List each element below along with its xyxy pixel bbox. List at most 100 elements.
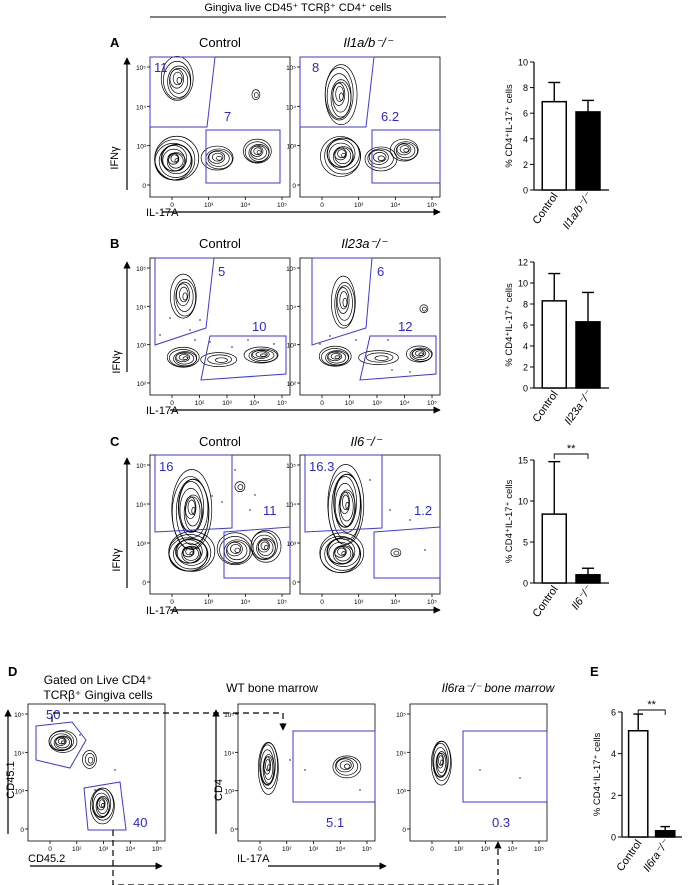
x-tick-label: 0 [170,599,174,606]
y-tick-label: 4 [523,342,528,352]
panel-d-ko-pct: 0.3 [492,815,510,830]
x-tick-label: 0 [320,202,324,209]
x-tick-label: 10⁵ [277,400,287,407]
contour-line [250,529,282,563]
x-tick-label: 10² [454,846,464,853]
panel-a-x-label: IL-17A [146,207,179,219]
gate-il17 [462,730,548,803]
event-dot [387,339,389,341]
x-tick-label: 10⁴ [507,846,517,853]
contour-line [390,548,402,558]
panel-a-ko-ifng-pct: 8 [312,60,319,75]
contour-line [367,148,394,169]
y-tick-label: 10⁴ [286,104,296,111]
contour-line [96,797,109,815]
y-tick-label: 10⁴ [136,304,146,311]
y-tick-label: 10³ [287,144,297,151]
contour-line [170,154,179,163]
contour-line [207,150,230,167]
panel-b-ko-ifng-pct: 6 [377,264,384,279]
contour-line [98,799,105,809]
contour-line [168,531,216,572]
contour-line [234,481,246,493]
category-label: Il6⁻/⁻ [570,583,596,612]
panel-d-wt-pct: 5.1 [326,815,344,830]
contour-line [200,352,238,367]
panel-b-y-label: IFNγ [111,350,123,374]
contour-line [205,148,233,170]
contour-line [166,346,200,368]
contour-line [326,73,352,119]
contour-line [260,749,275,785]
panel-a-ko-title: Il1a/b⁻/⁻ [343,35,393,50]
y-tick-label: 10⁴ [286,304,296,311]
contour-line [339,491,354,522]
panel-a-control-il17-pct: 7 [224,109,231,124]
contour-line [253,92,259,98]
x-tick-label: 10³ [204,599,214,606]
contour-line [178,354,189,361]
y-tick-label: 10³ [287,541,297,548]
category-label: Il23a⁻/⁻ [563,388,596,427]
contour-line [336,287,350,314]
contour-line [399,145,410,154]
panel-letter-e: E [590,664,599,679]
contour-line [438,755,444,766]
gate-cd45-2 [83,781,127,831]
y-tick-label: 0 [20,827,24,834]
y-tick-label: 10⁴ [136,104,146,111]
y-tick-label: 6 [523,109,528,119]
contour-line [339,291,349,310]
y-tick-label: 10⁴ [14,750,24,757]
panel-d-wt-title: WT bone marrow [226,681,318,695]
contour-line [337,547,346,556]
contour-line [211,152,224,162]
contour-line [341,551,347,556]
gate-il17 [223,526,291,579]
contour-line [55,736,70,749]
gate-ifng [149,56,216,128]
gate-cd45-1 [35,721,87,769]
category-label: Control [531,389,561,425]
contour-line [374,355,389,361]
y-tick-label: 0 [402,827,406,834]
contour-line [237,484,244,490]
contour-line [252,534,276,560]
contour-line [177,481,205,533]
contour-line [368,149,389,165]
contour-line [332,755,362,779]
event-dot [479,769,481,771]
panel-letter-b: B [110,236,119,251]
event-dot [169,317,171,319]
panel-d-y-label: CD45.1 [5,761,17,798]
contour-line [377,155,385,162]
contour-line [243,346,279,364]
x-tick-label: 10⁴ [240,599,250,606]
bar [627,730,649,838]
contour-line [419,304,429,314]
contour-line [339,491,350,514]
contour-line [179,286,189,303]
y-tick-label: 10⁴ [224,750,234,757]
panel-c-ko-il17-pct: 1.2 [414,503,432,518]
contour-line [242,138,272,164]
contour-line [342,494,350,510]
y-tick-label: 8 [523,83,528,93]
bar [541,300,567,389]
y-tick-label: 10⁵ [136,65,146,72]
x-tick-label: 10⁵ [427,202,437,209]
y-tick-label: 10³ [15,789,25,796]
gate-ifng [311,257,373,346]
contour-line [418,352,424,356]
panel-d2-x-label: IL-17A [237,853,270,865]
contour-line [226,541,248,561]
y-tick-label: 0 [230,827,234,834]
x-tick-label: 0 [320,599,324,606]
y-tick-label: 10² [287,381,297,388]
panel-c-x-label: IL-17A [146,605,179,617]
contour-line [182,356,188,360]
